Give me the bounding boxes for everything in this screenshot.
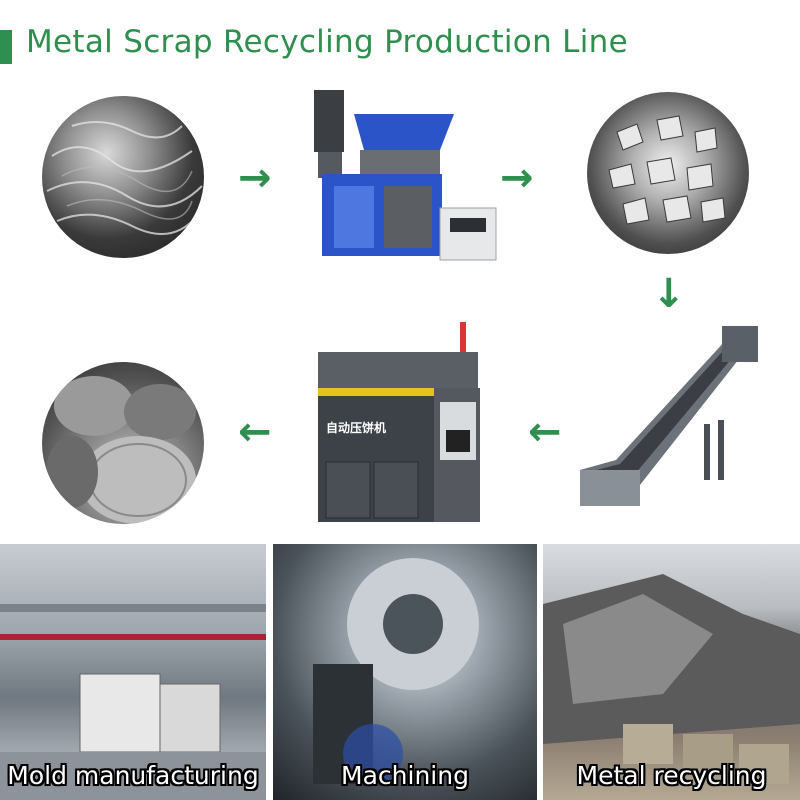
arrow-right-icon: → — [238, 155, 272, 201]
page-title: Metal Scrap Recycling Production Line — [26, 24, 628, 60]
title-accent-bar — [0, 30, 12, 64]
arrow-left-icon: ← — [528, 409, 562, 455]
metal-recycling-photo: Metal recycling — [543, 544, 800, 800]
photo-row: Mold manufacturing Machining Metal recyc… — [0, 544, 800, 800]
metal-chips-image — [42, 96, 204, 258]
photo-caption: Metal recycling — [576, 761, 767, 790]
press-machine-label: 自动压饼机 — [326, 421, 387, 435]
photo-caption: Machining — [341, 761, 469, 790]
photo-caption: Mold manufacturing — [7, 761, 259, 790]
arrow-down-icon: ↓ — [652, 271, 686, 317]
chip-conveyor-image — [576, 320, 766, 514]
briquetting-press-image — [312, 322, 488, 528]
machining-photo: Machining — [273, 544, 537, 800]
shredded-metal-image — [587, 92, 749, 254]
shredder-machine-image — [300, 88, 500, 264]
arrow-left-icon: ← — [238, 409, 272, 455]
metal-briquettes-image — [42, 362, 204, 524]
arrow-right-icon: → — [500, 155, 534, 201]
mold-manufacturing-photo: Mold manufacturing — [0, 544, 266, 800]
